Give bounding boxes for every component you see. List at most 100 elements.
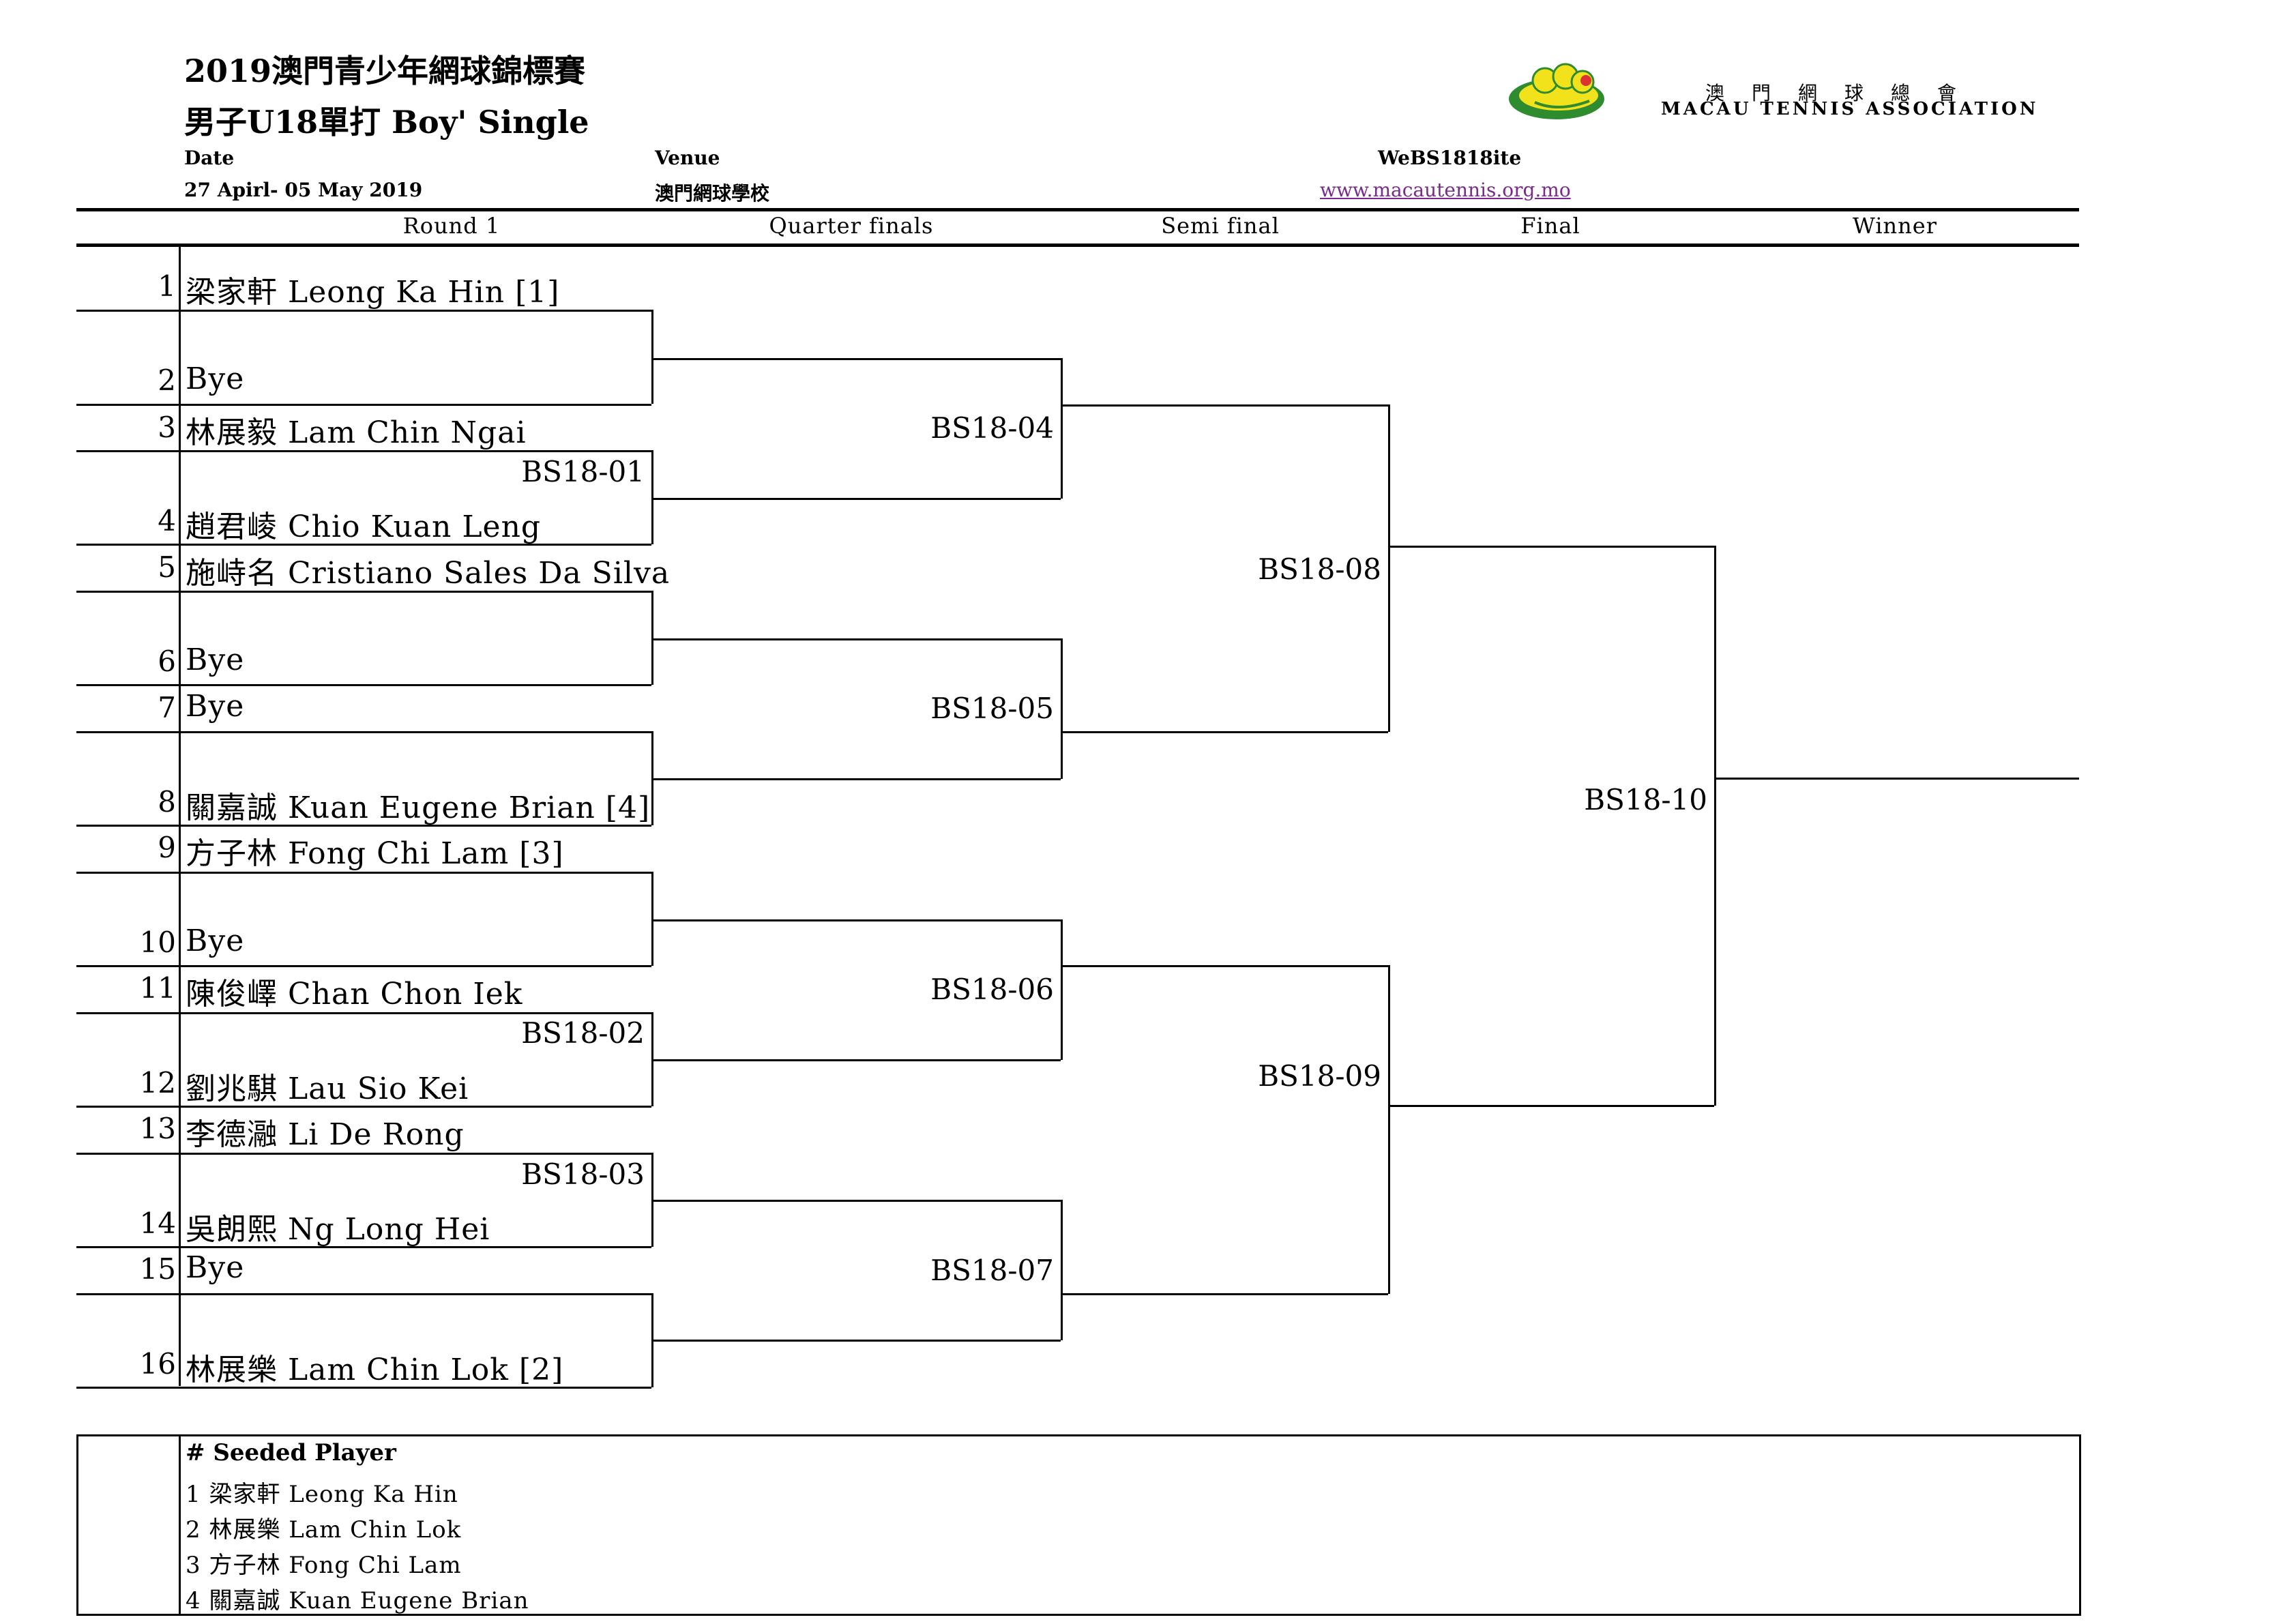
draw-number: 3 [158,411,176,444]
column-header-final: Final [1520,213,1580,239]
slot-line [76,404,651,406]
logo-english-name: MACAU TENNIS ASSOCIATION [1661,99,2039,119]
draw-number: 13 [139,1112,176,1145]
website-label: WeBS1818ite [1378,147,1522,169]
draw-number: 6 [158,645,176,678]
match-code-sf: BS18-09 [1258,1059,1381,1093]
slot-line [76,591,651,593]
draw-number: 9 [158,831,176,864]
match-code-r1: BS18-02 [521,1016,645,1050]
qf-line [651,778,1061,780]
player-name: 林展毅 Lam Chin Ngai [186,415,527,450]
venue-value: 澳門網球學校 [655,182,770,205]
qf-line [651,1059,1061,1061]
player-name: 吳朗熙 Ng Long Hei [186,1212,490,1247]
venue-label: Venue [655,147,720,169]
qf-line [651,1200,1061,1202]
slot-line [76,825,651,827]
player-name: 梁家軒 Leong Ka Hin [1] [186,275,560,310]
date-value: 27 Apirl- 05 May 2019 [184,179,423,201]
match-code-qf: BS18-06 [930,973,1054,1006]
player-name: 劉兆騏 Lau Sio Kei [186,1072,469,1106]
final-line [1388,546,1714,548]
column-header-winner: Winner [1852,213,1937,239]
seed-entry: 4 關嘉誠 Kuan Eugene Brian [186,1587,529,1614]
association-logo [1507,61,1623,123]
sf-line [1061,1293,1388,1295]
winner-line [1714,778,2079,780]
logo-chinese-name: 澳門網球總會 [1705,82,1984,104]
website-link[interactable]: www.macautennis.org.mo [1320,179,1571,201]
header-rule-top [76,208,2079,211]
r1-bracket [651,310,653,404]
slot-line [76,872,651,874]
slot-line [76,731,651,733]
slot-line [76,1293,651,1295]
qf-line [651,919,1061,921]
draw-number: 1 [158,269,176,303]
page-title: 2019澳門青少年網球錦標賽 [184,53,586,89]
draw-number: 12 [139,1066,176,1099]
player-name: Bye [186,361,245,396]
sf-line [1061,965,1388,967]
r1-bracket [651,450,653,544]
qf-bracket [1061,358,1063,499]
qf-bracket [1061,1200,1063,1340]
match-code-qf: BS18-04 [930,411,1054,445]
tennis-ball-logo-icon [1509,63,1604,119]
player-name: Bye [186,1250,245,1285]
seed-divider [179,1434,181,1614]
event-subtitle: 男子U18單打 Boy' Single [184,104,589,141]
sf-bracket [1388,965,1390,1294]
player-name: 關嘉誠 Kuan Eugene Brian [4] [186,791,651,825]
seeded-players-box [76,1434,2081,1616]
player-name: 陳俊嶧 Chan Chon Iek [186,977,523,1012]
qf-bracket [1061,638,1063,779]
final-bracket [1714,546,1716,1106]
draw-number: 16 [139,1347,176,1381]
slot-line [76,450,651,452]
player-name: Bye [186,689,245,724]
draw-number: 4 [158,504,176,537]
slot-line [76,965,651,967]
r1-bracket [651,591,653,685]
slot-line [76,1153,651,1155]
draw-number: 10 [139,926,176,959]
draw-number: 5 [158,550,176,584]
final-line [1388,1105,1714,1107]
r1-bracket [651,872,653,966]
sf-line [1061,404,1388,407]
match-code-final: BS18-10 [1584,783,1707,816]
sf-line [1061,731,1388,733]
column-header-quarter-finals: Quarter finals [769,213,934,239]
draw-number: 14 [139,1207,176,1240]
seed-entry: 3 方子林 Fong Chi Lam [186,1552,462,1579]
qf-line [651,638,1061,640]
draw-number: 2 [158,364,176,397]
slot-line [76,310,651,312]
slot-line [76,684,651,686]
draw-number-divider [179,246,181,1386]
sf-bracket [1388,404,1390,732]
qf-line [651,358,1061,360]
qf-bracket [1061,919,1063,1060]
match-code-sf: BS18-08 [1258,552,1381,586]
draw-number: 7 [158,691,176,724]
seed-entry: 1 梁家軒 Leong Ka Hin [186,1481,458,1508]
match-code-r1: BS18-03 [521,1157,645,1191]
slot-line [76,1106,651,1108]
seeded-player-heading: # Seeded Player [186,1439,396,1466]
player-name: 趙君崚 Chio Kuan Leng [186,510,542,544]
column-header-semi-final: Semi final [1161,213,1280,239]
draw-number: 11 [139,971,176,1005]
slot-line [76,1246,651,1248]
match-code-qf: BS18-07 [930,1254,1054,1287]
slot-line [76,1387,651,1389]
player-name: Bye [186,924,245,958]
player-name: 李德瀜 Li De Rong [186,1117,465,1152]
seed-entry: 2 林展樂 Lam Chin Lok [186,1516,462,1544]
draw-number: 15 [139,1252,176,1286]
player-name: 方子林 Fong Chi Lam [3] [186,836,564,871]
header-rule-bottom [76,243,2079,247]
qf-line [651,498,1061,500]
